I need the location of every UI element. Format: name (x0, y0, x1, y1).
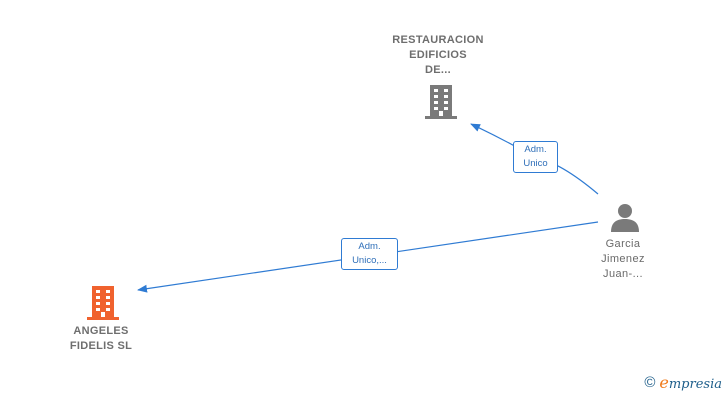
edge-label-line: Adm. (358, 241, 381, 252)
edge-label-line: Unico,... (352, 255, 387, 266)
brand-name: mpresia (668, 377, 722, 392)
node-label-line: FIDELIS SL (69, 340, 133, 352)
building-icon[interactable] (425, 84, 457, 120)
node-label-restauracion[interactable]: RESTAURACION EDIFICIOS DE... (378, 33, 498, 78)
footer-brand: © empresia (644, 373, 722, 392)
node-label-line: Jimenez (601, 253, 645, 265)
node-label-line: Juan-... (603, 268, 643, 280)
node-label-line: RESTAURACION (392, 34, 484, 46)
building-icon[interactable] (87, 285, 119, 321)
copyright-icon: © (644, 374, 656, 391)
node-label-line: EDIFICIOS (409, 49, 467, 61)
brand-initial: e (659, 373, 669, 392)
edge-label-line: Adm. (524, 144, 547, 155)
node-label-garcia[interactable]: Garcia Jimenez Juan-... (583, 237, 663, 282)
node-label-line: DE... (425, 64, 451, 76)
edge-label-angeles[interactable]: Adm. Unico,... (341, 238, 398, 270)
brand-logo: empresia (659, 373, 722, 392)
edge-label-restauracion[interactable]: Adm. Unico (513, 141, 558, 173)
edge-label-line: Unico (523, 158, 548, 169)
person-icon[interactable] (610, 202, 640, 232)
node-label-line: ANGELES (73, 325, 129, 337)
node-label-line: Garcia (605, 238, 641, 250)
node-label-angeles[interactable]: ANGELES FIDELIS SL (41, 324, 161, 354)
